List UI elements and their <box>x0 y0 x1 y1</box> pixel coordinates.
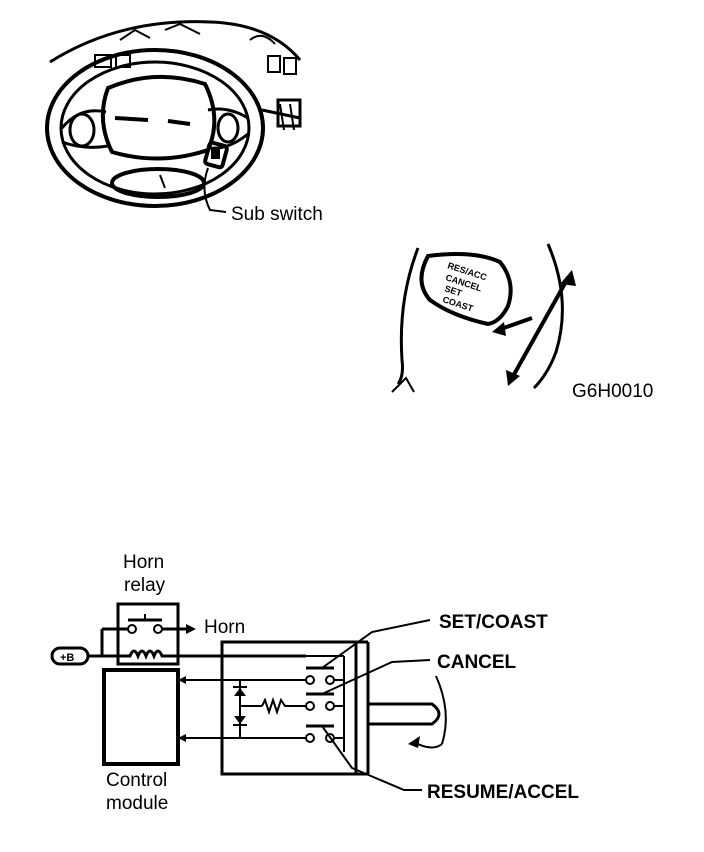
set-coast-label: SET/COAST <box>439 612 548 633</box>
switch-housing <box>220 640 358 776</box>
horn-relay-label-line1: Horn <box>123 552 164 573</box>
control-module-box <box>102 668 180 766</box>
battery-terminal: +B <box>50 646 90 666</box>
control-module-label-line2: module <box>106 793 168 814</box>
battery-label: +B <box>60 652 74 664</box>
cancel-label: CANCEL <box>437 652 517 673</box>
horn-label: Horn <box>204 617 245 638</box>
figure-code-label: G6H0010 <box>572 381 653 402</box>
lever-illustration: RES/ACC CANCEL SET COAST <box>391 243 576 393</box>
wiring-schematic: +B <box>50 602 447 791</box>
steering-wheel-illustration <box>45 20 302 213</box>
lever-markings: RES/ACC CANCEL SET COAST <box>441 260 488 313</box>
resume-accel-label: RESUME/ACCEL <box>427 782 579 803</box>
horn-relay-box <box>116 602 180 666</box>
sub-switch-label: Sub switch <box>231 204 323 225</box>
control-module-label-line1: Control <box>106 770 167 791</box>
horn-relay-label-line2: relay <box>124 575 166 596</box>
